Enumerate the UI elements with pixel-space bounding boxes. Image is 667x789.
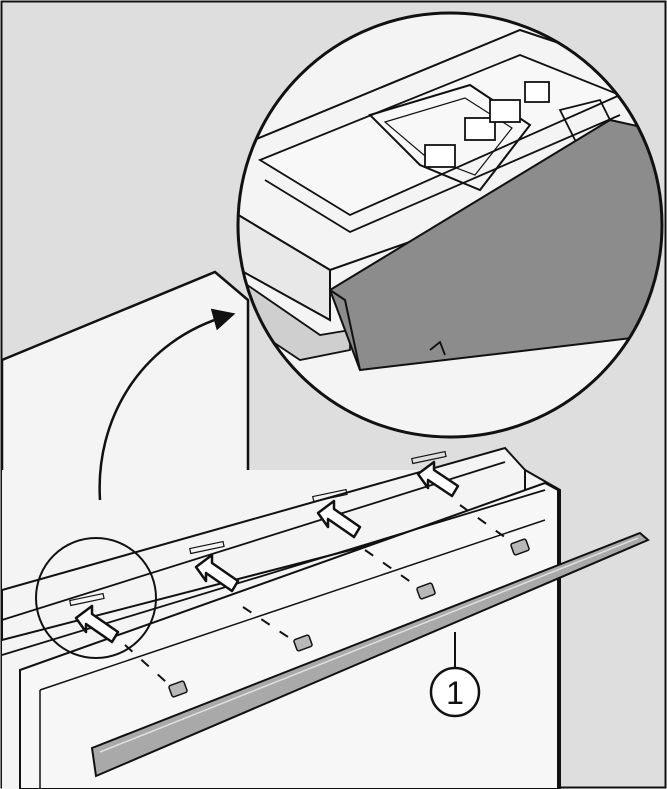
- callout-1: 1: [429, 632, 481, 718]
- top-line-mid: [39, 519, 546, 691]
- push-arrow-icon: [74, 460, 460, 644]
- trim-strip: [90, 531, 650, 778]
- clip-icon: [168, 538, 530, 698]
- tab-icon: [69, 450, 447, 607]
- callout-label: 1: [446, 675, 464, 711]
- magnified-view: [236, 11, 664, 439]
- top-line-back: [1, 461, 506, 621]
- trim-strip-highlight: [99, 537, 639, 753]
- curved-arrow-icon: [98, 308, 236, 501]
- detail-circle-small: [35, 537, 157, 659]
- callout-circle: [429, 666, 481, 718]
